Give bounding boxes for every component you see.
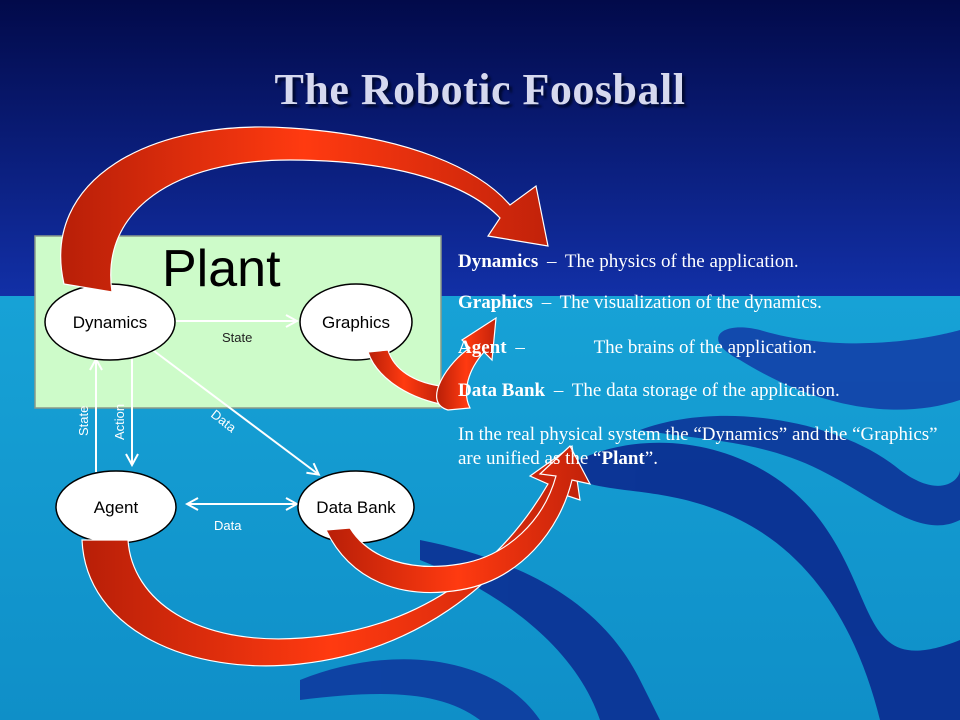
- plant-note: In the real physical system the “Dynamic…: [458, 423, 948, 471]
- edge-label-data-bottom: Data: [214, 518, 242, 533]
- definition-term: Data Bank: [458, 380, 546, 401]
- red-arrow-middle: [325, 445, 592, 594]
- definition-dash: –: [541, 292, 552, 313]
- definition-data-bank: Data Bank – The data storage of the appl…: [458, 379, 840, 403]
- note-text-bold: Plant: [601, 448, 645, 469]
- red-arrows: [60, 126, 592, 667]
- edge-label-state-top: State: [222, 330, 252, 345]
- plant-label: Plant: [162, 240, 281, 298]
- definition-text: The visualization of the dynamics.: [559, 292, 822, 313]
- node-data-bank-label: Data Bank: [316, 498, 396, 517]
- definition-text: The data storage of the application.: [571, 380, 840, 401]
- note-text-end: ”.: [644, 448, 658, 469]
- node-dynamics: Dynamics: [44, 283, 176, 361]
- node-graphics-label: Graphics: [322, 313, 390, 332]
- slide-title: The Robotic Foosball: [274, 65, 686, 114]
- definition-graphics: Graphics – The visualization of the dyna…: [458, 291, 822, 315]
- red-arrow-top: [60, 126, 549, 293]
- definition-term: Graphics: [458, 292, 533, 313]
- edge-label-state-vertical: State: [76, 406, 91, 436]
- node-agent-label: Agent: [94, 498, 139, 517]
- node-agent: Agent: [55, 470, 177, 544]
- definition-term: Agent: [458, 337, 507, 358]
- definition-text: The brains of the application.: [593, 337, 817, 358]
- definition-dynamics: Dynamics – The physics of the applicatio…: [458, 250, 799, 274]
- note-text-start: In the real physical system the “Dynamic…: [458, 424, 938, 469]
- definition-dash: –: [515, 337, 525, 358]
- node-data-bank: Data Bank: [297, 470, 415, 544]
- node-graphics: Graphics: [299, 283, 413, 361]
- edge-dynamics-databank: [149, 347, 318, 474]
- node-dynamics-label: Dynamics: [73, 313, 148, 332]
- definition-term: Dynamics: [458, 251, 539, 272]
- connectors: [96, 321, 318, 504]
- red-arrow-bottom: [81, 444, 581, 667]
- red-arrow-agent-up: [436, 316, 497, 411]
- edge-label-action-vertical: Action: [112, 404, 127, 440]
- definition-dash: –: [546, 251, 557, 272]
- definition-text: The physics of the application.: [564, 251, 799, 272]
- definition-agent: Agent – The brains of the application.: [458, 336, 817, 360]
- definition-dash: –: [553, 380, 564, 401]
